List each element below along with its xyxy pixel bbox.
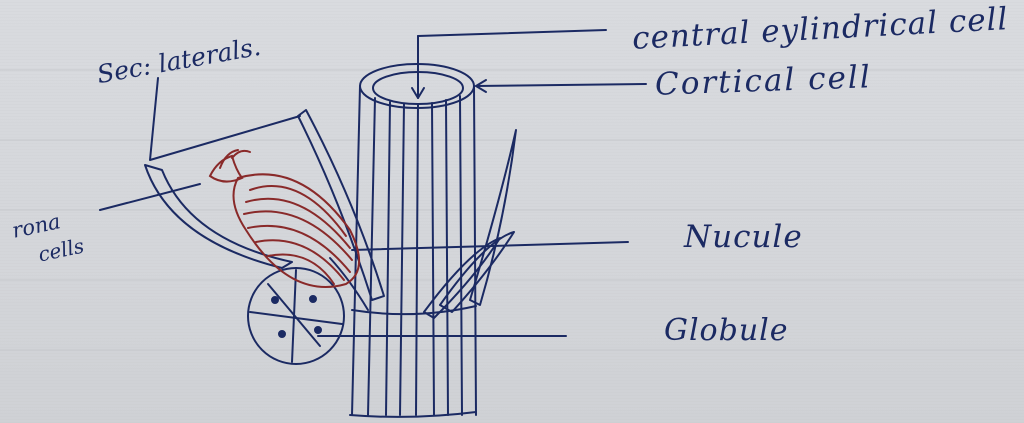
label-globule: Globule — [664, 316, 789, 346]
right-leaves — [424, 130, 516, 318]
main-axis — [350, 64, 476, 417]
secondary-laterals — [145, 78, 384, 310]
label-cortical-cell: Cortical cell — [655, 62, 873, 101]
label-nucule: Nucule — [684, 222, 803, 253]
